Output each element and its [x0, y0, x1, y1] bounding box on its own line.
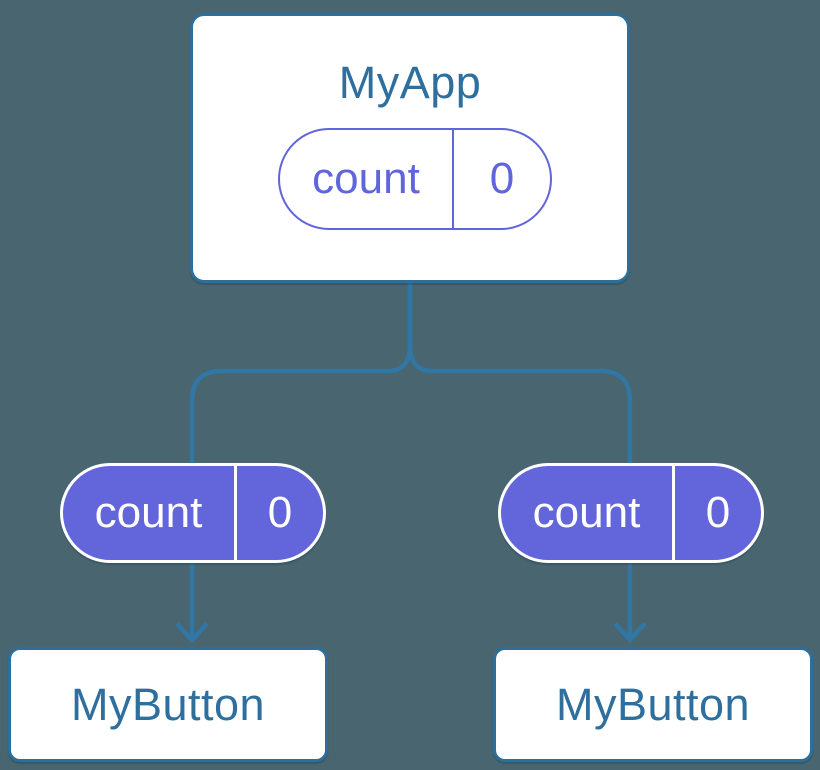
prop-pill-key: count — [94, 488, 203, 537]
prop-pill-value: 0 — [672, 466, 761, 560]
left-prop-pill: count 0 — [60, 463, 326, 563]
right-mybutton-node-card: MyButton — [493, 647, 813, 762]
myapp-node-card: MyApp count 0 — [190, 13, 630, 283]
left-mybutton-node-card: MyButton — [8, 647, 328, 762]
right-prop-pill: count 0 — [498, 463, 764, 563]
prop-pill-key: count — [532, 488, 641, 537]
mybutton-node-title: MyButton — [70, 678, 266, 730]
connector-root-to-left-child — [189, 283, 413, 637]
connector-root-to-right-child — [407, 283, 633, 637]
state-pill-key: count — [312, 154, 420, 203]
myapp-node-title: MyApp — [338, 57, 482, 108]
prop-pill-value: 0 — [234, 466, 323, 560]
arrow-down-left-icon — [175, 621, 209, 644]
mybutton-node-title: MyButton — [555, 678, 751, 730]
state-pill-value: 0 — [452, 130, 550, 228]
arrow-down-right-icon — [613, 621, 647, 644]
myapp-state-pill: count 0 — [278, 128, 552, 230]
